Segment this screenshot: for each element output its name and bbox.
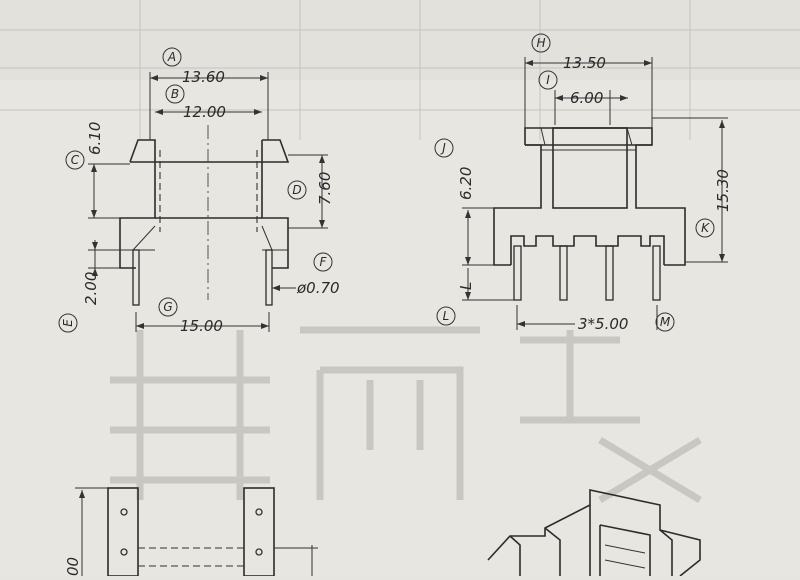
callout-d — [287, 180, 307, 200]
label-f: F — [320, 255, 328, 269]
label-l: L — [443, 309, 450, 323]
label-i: I — [546, 73, 550, 87]
label-m: M — [660, 315, 671, 329]
label-g: G — [163, 300, 172, 314]
label-k: K — [701, 221, 710, 235]
dim-l: L — [457, 282, 475, 290]
dim-i: 6.00 — [570, 89, 603, 107]
label-h: H — [536, 36, 545, 50]
dim-bottom-partial: 00 — [64, 557, 82, 576]
dim-c: 6.10 — [86, 122, 104, 155]
left-view: A 13.60 B 12.00 C 6.10 — [58, 47, 340, 335]
right-view: H 13.50 I 6.00 J 6.20 — [434, 33, 732, 333]
callout-m — [655, 312, 675, 332]
callout-k — [695, 218, 715, 238]
label-a: A — [167, 50, 176, 64]
dim-j: 6.20 — [457, 167, 475, 200]
callout-j — [434, 138, 454, 158]
faint-table-lines — [0, 0, 800, 140]
callout-i — [538, 70, 558, 90]
callout-l — [436, 306, 456, 326]
label-j: J — [440, 141, 446, 155]
label-d: D — [292, 183, 301, 197]
dim-a: 13.60 — [182, 68, 225, 86]
callout-e — [58, 313, 78, 333]
watermark — [110, 326, 702, 504]
callout-a — [162, 47, 182, 67]
dim-g: 15.00 — [180, 317, 223, 335]
dim-e: 2.00 — [82, 272, 100, 305]
dim-h: 13.50 — [563, 54, 606, 72]
label-e: E — [61, 319, 75, 327]
callout-b — [165, 84, 185, 104]
callout-f — [313, 252, 333, 272]
dim-d: 7.60 — [316, 172, 334, 205]
dim-b: 12.00 — [183, 103, 226, 121]
callout-g — [158, 297, 178, 317]
dim-k: 15.30 — [714, 169, 732, 212]
callout-c — [65, 150, 85, 170]
label-c: C — [71, 153, 80, 167]
bottom-view: 00 — [64, 487, 318, 577]
callout-h — [531, 33, 551, 53]
dim-m: 3*5.00 — [578, 315, 628, 333]
isometric-view — [487, 489, 701, 577]
label-b: B — [171, 87, 179, 101]
dim-f: ø0.70 — [296, 279, 340, 297]
